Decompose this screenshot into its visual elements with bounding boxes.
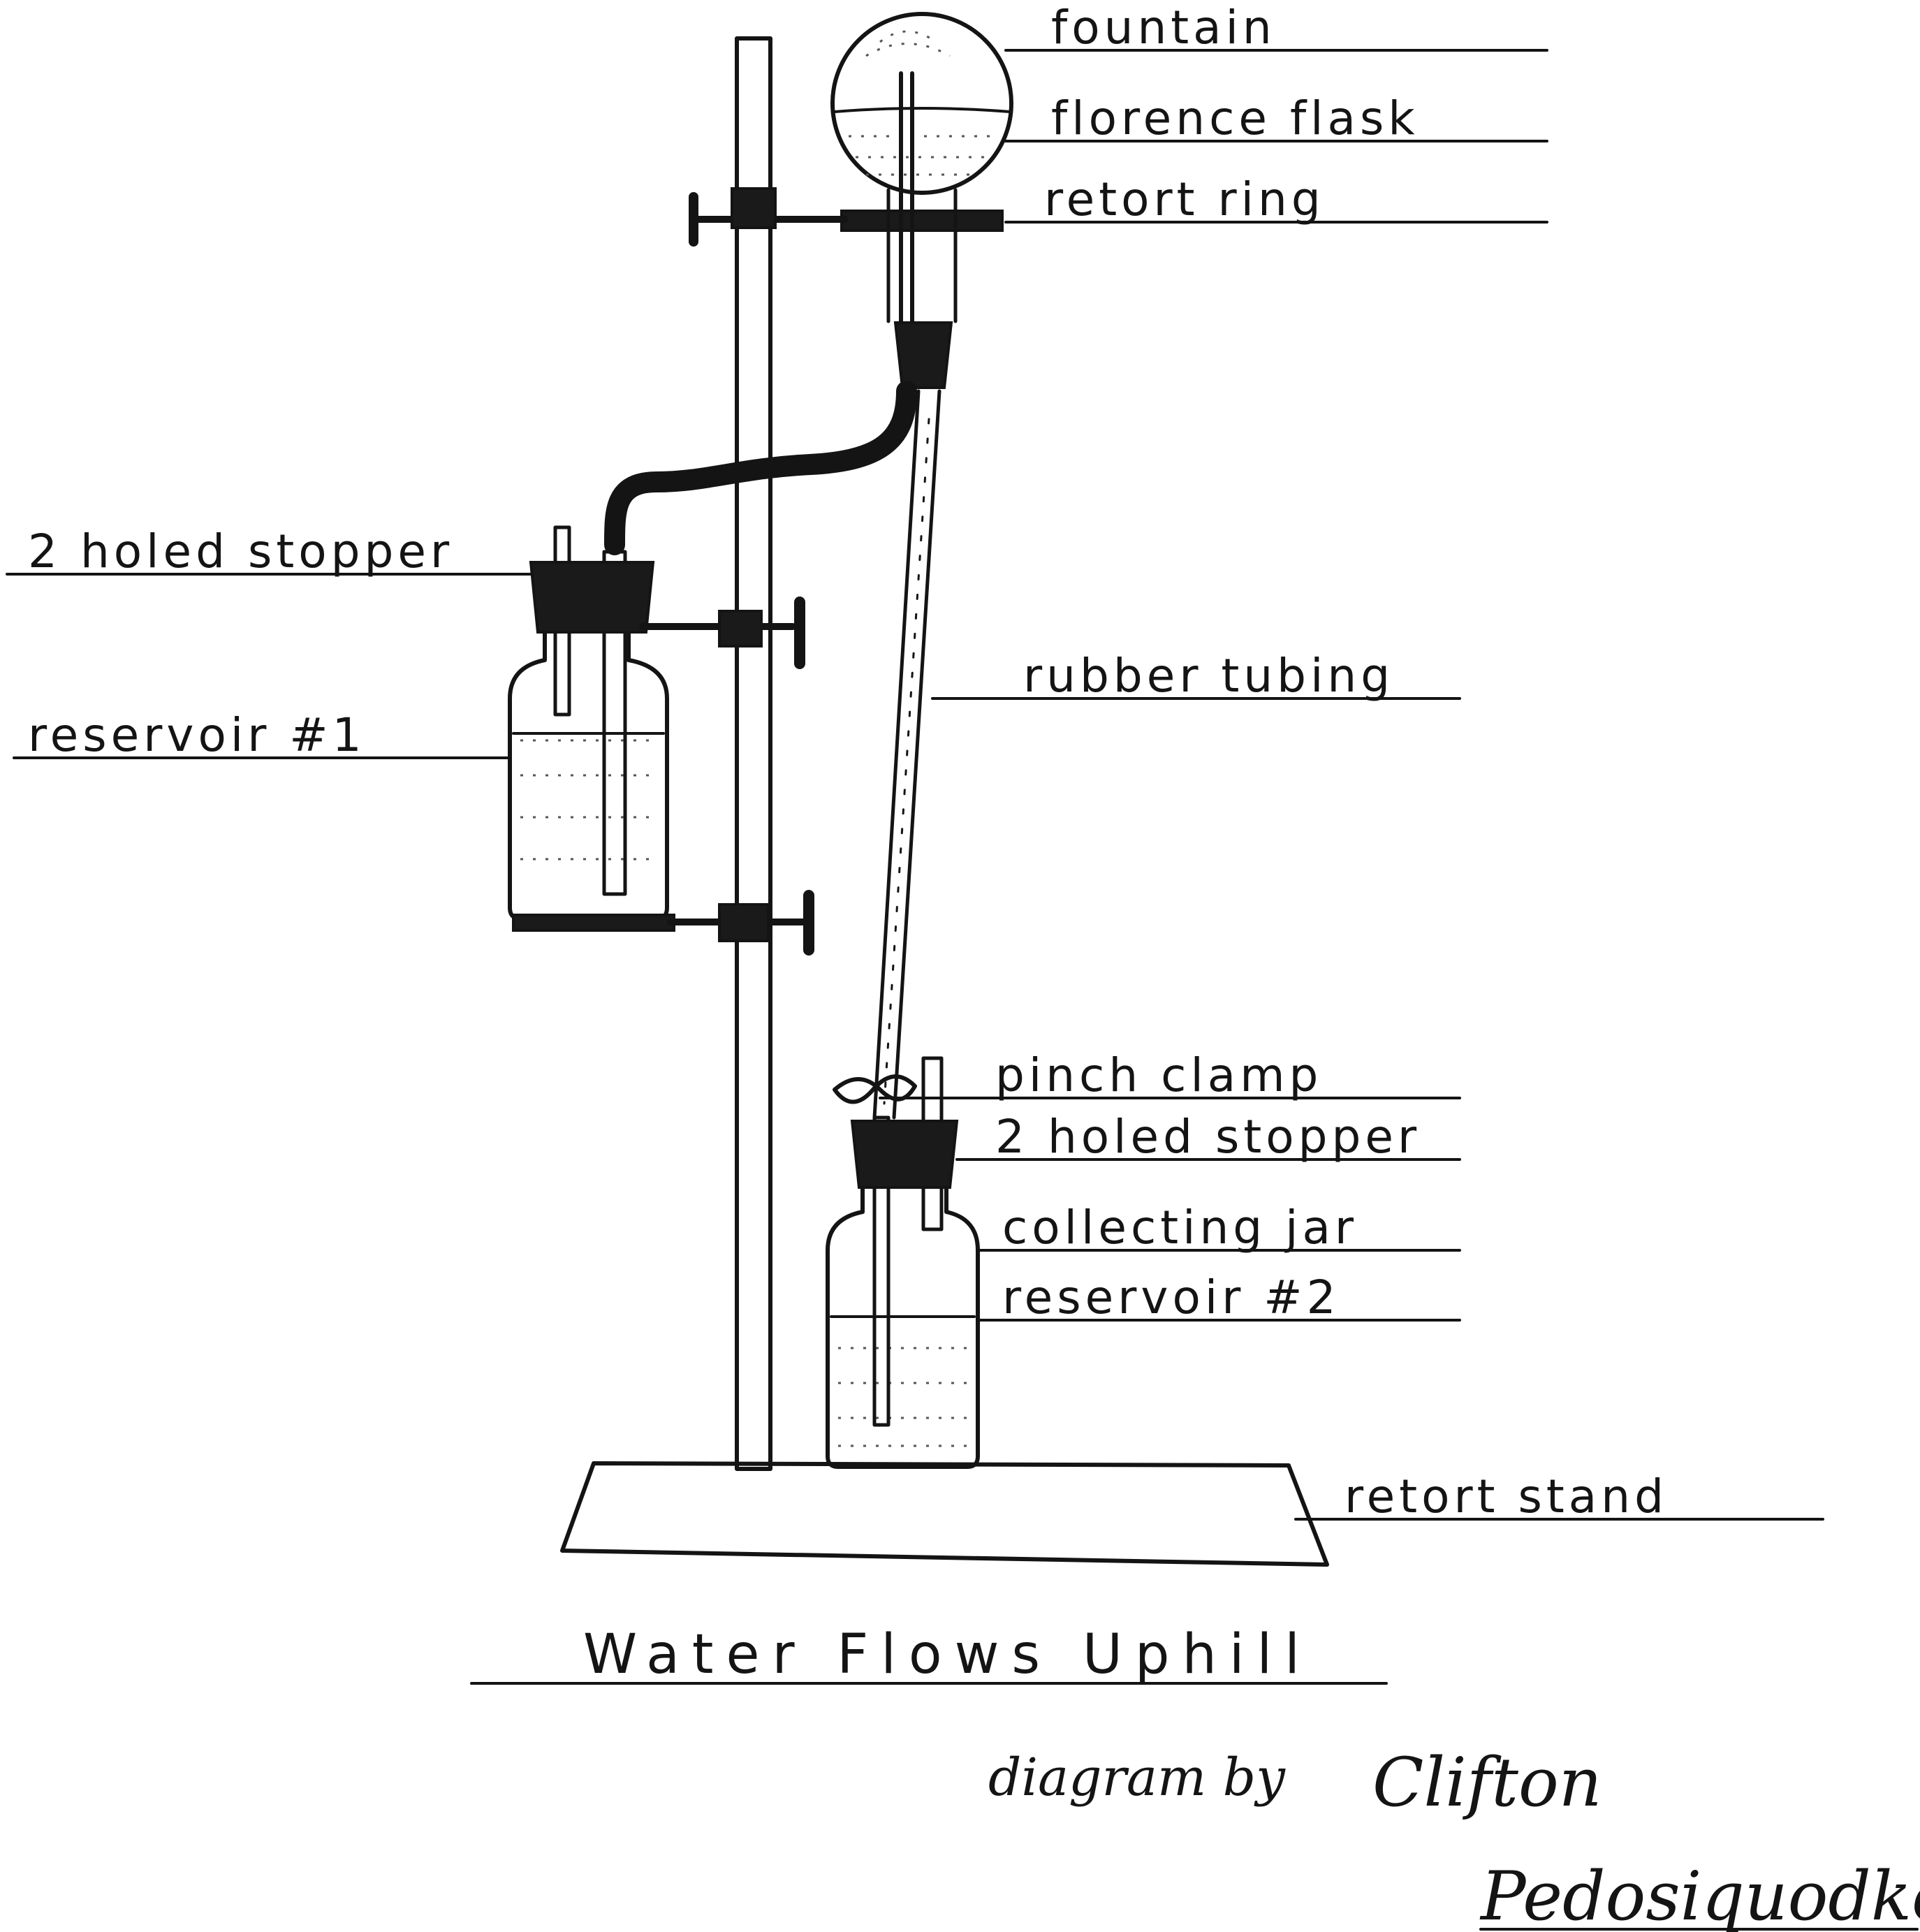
label-two-holed-stopper-bottom: 2 holed stopper: [995, 1110, 1421, 1164]
label-pinch-clamp: pinch clamp: [995, 1048, 1322, 1102]
label-retort-ring: retort ring: [1044, 173, 1325, 226]
stand-rod: [735, 36, 772, 1471]
label-florence-flask: florence flask: [1051, 92, 1419, 145]
signature-last-name: Pedosiquodke: [1479, 1857, 1920, 1932]
label-reservoir-1: reservoir #1: [28, 708, 366, 762]
two-holed-stopper-top: [529, 561, 655, 634]
collecting-jar: [826, 1056, 980, 1469]
rubber-tubing-long: [872, 389, 941, 1120]
label-retort-stand: retort stand: [1344, 1470, 1668, 1523]
florence-flask: [830, 12, 1013, 323]
label-two-holed-stopper-top: 2 holed stopper: [28, 525, 453, 578]
fountain-tube: [865, 30, 951, 330]
label-rubber-tubing: rubber tubing: [1023, 649, 1394, 703]
signature-first-name: Clifton: [1372, 1743, 1602, 1822]
diagram-title: Water Flows Uphill: [583, 1623, 1312, 1686]
flask-stopper: [893, 321, 953, 389]
retort-ring: [689, 187, 1004, 247]
leader-lines: [6, 49, 1919, 1931]
credit-prefix: diagram by: [988, 1748, 1286, 1808]
label-fountain: fountain: [1051, 1, 1276, 54]
pinch-clamp: [833, 1074, 917, 1104]
label-collecting-jar: collecting jar: [1002, 1201, 1358, 1254]
two-holed-stopper-bottom: [850, 1120, 959, 1189]
reservoir-1-clamp-upper: [639, 597, 805, 669]
label-reservoir-2: reservoir #2: [1002, 1271, 1340, 1324]
reservoir-1-clamp-lower: [667, 890, 814, 956]
retort-stand-base: [560, 1461, 1329, 1567]
